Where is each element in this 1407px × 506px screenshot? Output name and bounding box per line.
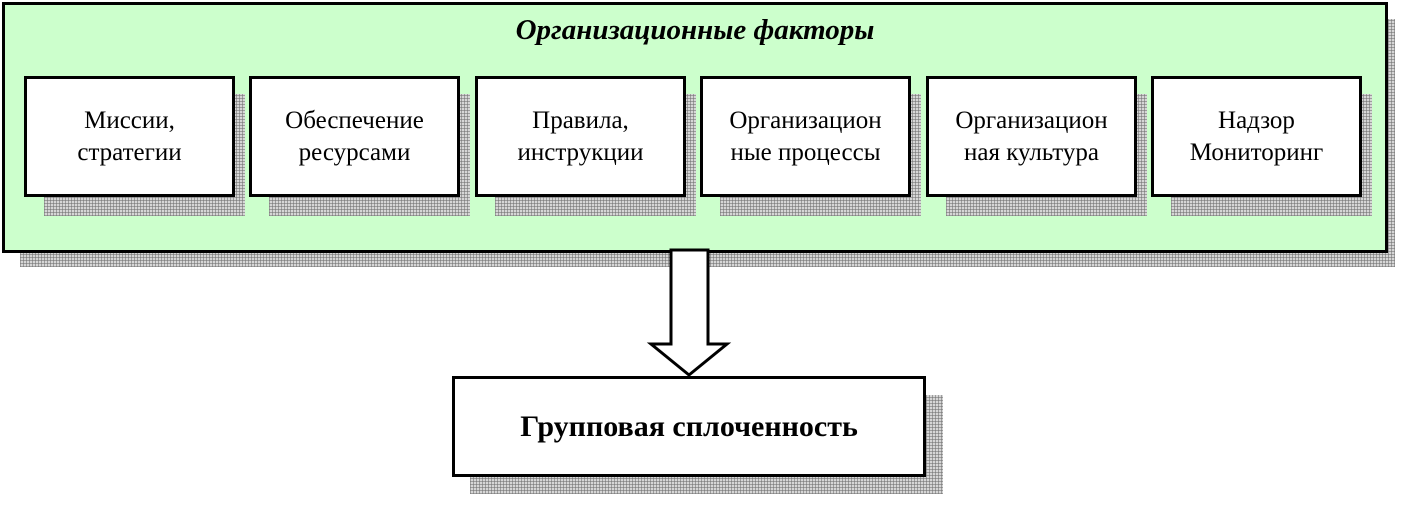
factor-label: Правила, инструкции (517, 106, 644, 166)
factor-rules-instructions: Правила, инструкции (475, 76, 686, 197)
factor-label: Надзор Мониторинг (1189, 106, 1324, 166)
result-label: Групповая сплоченность (520, 409, 858, 443)
group-cohesion-box: Групповая сплоченность (452, 376, 926, 477)
factor-label: Организацион ные процессы (729, 106, 882, 166)
factor-organizational-culture: Организацион ная культура (926, 76, 1137, 197)
factor-label: Организацион ная культура (955, 106, 1108, 166)
factor-label: Миссии, стратегии (77, 106, 182, 166)
factor-missions-strategies: Миссии, стратегии (24, 76, 235, 197)
factor-organizational-processes: Организацион ные процессы (700, 76, 911, 197)
factor-resource-provision: Обеспечение ресурсами (249, 76, 460, 197)
factor-supervision-monitoring: Надзор Мониторинг (1151, 76, 1362, 197)
panel-title: Организационные факторы (515, 14, 875, 46)
factor-label: Обеспечение ресурсами (285, 106, 424, 166)
